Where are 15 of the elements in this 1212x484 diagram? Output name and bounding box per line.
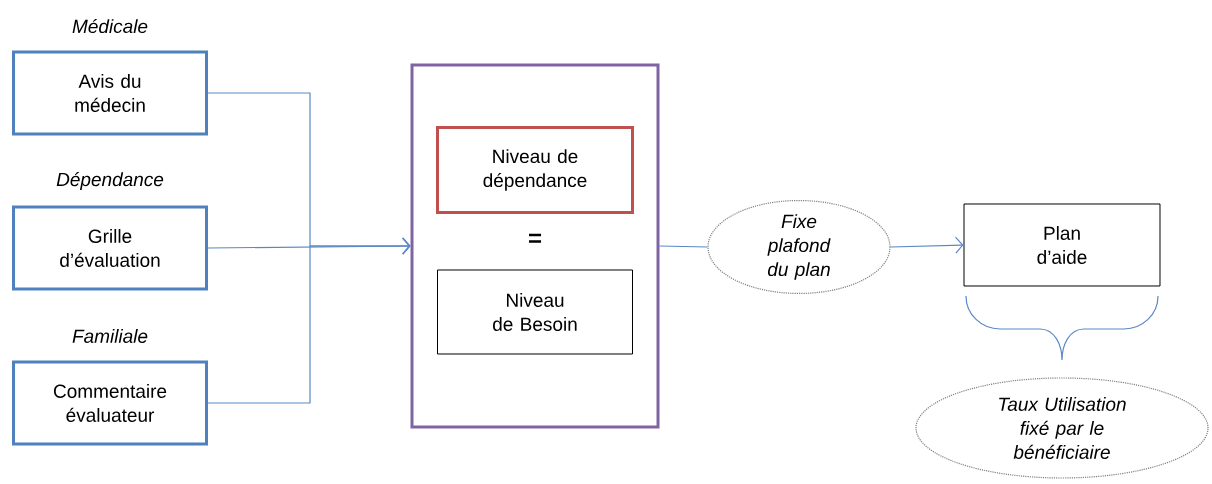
- arrow: [890, 236, 964, 254]
- process-box: Commentaire évaluateur: [12, 360, 208, 446]
- arrow: [207, 237, 411, 404]
- process-box: Grille d’évaluation: [12, 205, 208, 291]
- process-box: Niveau de Besoin: [437, 269, 633, 355]
- oval-bubble: Taux Utilisation fixé par le bénéficiaire: [915, 377, 1209, 479]
- process-box: Niveau de dépendance: [436, 126, 634, 214]
- equals-sign: =: [529, 233, 542, 243]
- heading: Familiale: [72, 329, 148, 343]
- container-box: [410, 63, 660, 429]
- heading: Dépendance: [56, 172, 164, 190]
- heading: Médicale: [72, 18, 148, 34]
- oval-bubble: Fixe plafond du plan: [707, 199, 891, 295]
- process-box: Plan d’aide: [963, 203, 1161, 287]
- process-box: Avis du médecin: [12, 50, 208, 136]
